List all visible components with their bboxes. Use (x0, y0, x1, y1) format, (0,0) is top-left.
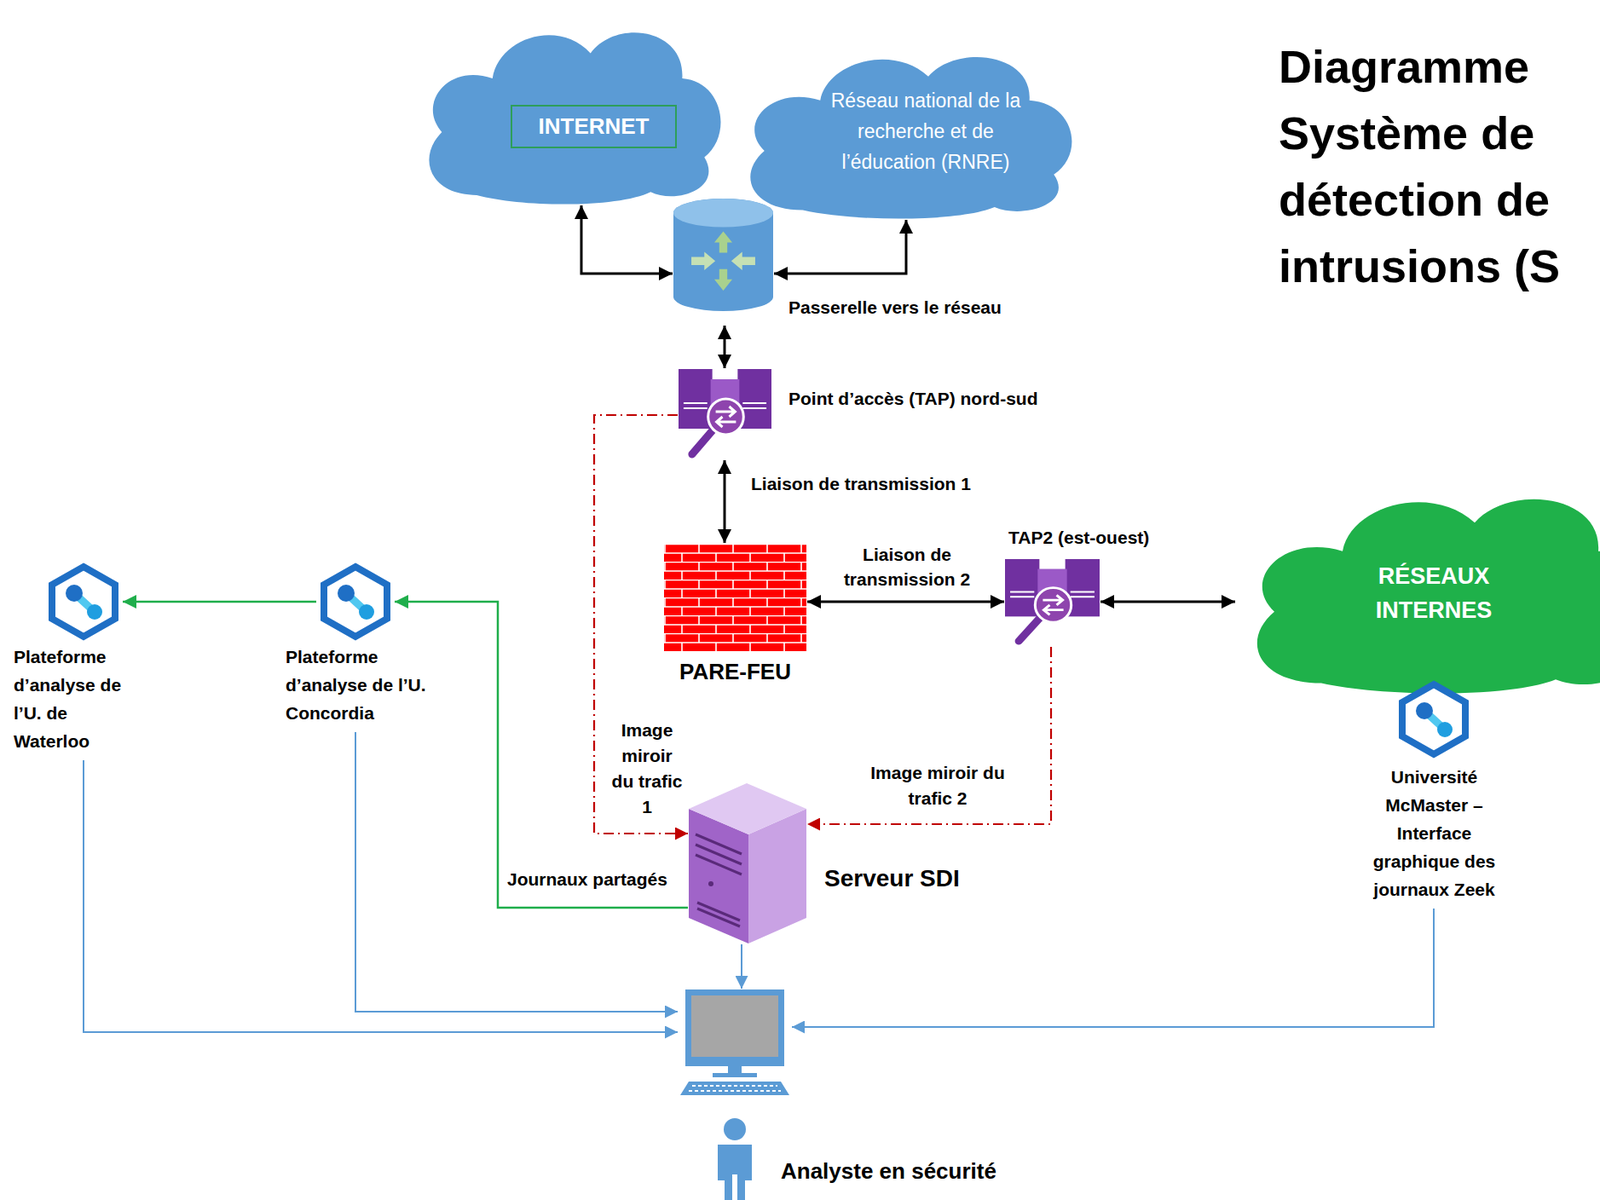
node-label: Analyste en sécurité (780, 1157, 997, 1185)
diagram-title: Diagramme Système de détection de intrus… (1278, 33, 1577, 300)
internet-cloud: INTERNET (413, 15, 730, 205)
connector (791, 908, 1434, 1028)
analysis-platform-icon (317, 562, 394, 642)
tap-symbol (1005, 559, 1100, 642)
connector (723, 460, 727, 543)
hex-symbol (1402, 684, 1466, 755)
analysis-platform: Université McMaster – Interface graphiqu… (1395, 680, 1473, 759)
hex-symbol (323, 566, 388, 637)
internal-network-cloud: RÉSEAUX INTERNES (1236, 479, 1600, 694)
tap-symbol (678, 369, 772, 455)
rnre-cloud: Réseau national de la recherche et de l’… (733, 40, 1082, 220)
gw-symbol (673, 198, 774, 312)
hex-symbol (51, 566, 116, 637)
connector-label: Image miroir du trafic 1 (608, 717, 686, 821)
ids-server: Serveur SDI (688, 783, 807, 944)
tap-device-icon (678, 369, 772, 460)
server-symbol (688, 783, 807, 944)
node-label: RÉSEAUX INTERNES (1348, 559, 1520, 628)
connector-label: Image miroir du trafic 2 (854, 760, 1022, 812)
node-label: Réseau national de la recherche et de l’… (810, 85, 1041, 178)
connector (740, 944, 743, 989)
connector-label: Liaison de transmission 2 (831, 542, 982, 592)
cloud-symbol (1257, 499, 1600, 694)
connector (1100, 600, 1236, 604)
analysis-platform: Plateforme d’analyse de l’U. de Waterloo (45, 562, 122, 642)
node-label: INTERNET (510, 104, 677, 149)
connector (774, 219, 907, 274)
node-label: Plateforme d’analyse de l’U. de Waterloo (13, 642, 125, 756)
connector (122, 600, 317, 604)
connector-label: Journaux partagés (504, 866, 671, 893)
cloud-symbol (428, 32, 721, 204)
connector (807, 646, 1052, 825)
connector-label: Liaison de transmission 1 (748, 471, 974, 497)
gateway-router: Passerelle vers le réseau (673, 198, 774, 312)
tap-device: TAP2 (est-ouest) (1005, 559, 1100, 647)
cloud-symbol (750, 57, 1072, 220)
ids-server-icon (688, 783, 807, 944)
node-label: Plateforme d’analyse de l’U. Concordia (285, 642, 427, 728)
person-body (717, 1144, 752, 1200)
connector (581, 205, 673, 274)
analyst-workstation-icon (678, 989, 792, 1098)
fw-symbol (664, 543, 807, 652)
analysis-platform: Plateforme d’analyse de l’U. Concordia (317, 562, 394, 642)
person-head (723, 1118, 746, 1141)
analysis-platform-icon (1395, 680, 1473, 759)
node-label: Serveur SDI (824, 864, 960, 894)
firewall: PARE-FEU (664, 543, 807, 652)
firewall-icon (664, 543, 807, 652)
edge-group (83, 205, 1434, 1033)
analyst-person (717, 1118, 752, 1200)
analysis-platform-icon (45, 562, 122, 642)
connector (807, 600, 1005, 604)
node-label: Université McMaster – Interface graphiqu… (1363, 762, 1505, 904)
connector (723, 325, 727, 369)
gateway-router-icon (673, 198, 774, 312)
node-label: Point d’accès (TAP) nord-sud (788, 386, 1038, 412)
pc-symbol (680, 989, 790, 1096)
connector (394, 601, 688, 908)
node-label: TAP2 (est-ouest) (1008, 525, 1150, 551)
tap-device-icon (1005, 559, 1100, 647)
connector (83, 760, 678, 1033)
node-label: PARE-FEU (646, 658, 824, 686)
tap-device: Point d’accès (TAP) nord-sud (678, 369, 772, 460)
internet-cloud-icon (413, 15, 730, 205)
node-label: Passerelle vers le réseau (788, 294, 1002, 321)
analyst-workstation: Analyste en sécurité (678, 989, 792, 1098)
